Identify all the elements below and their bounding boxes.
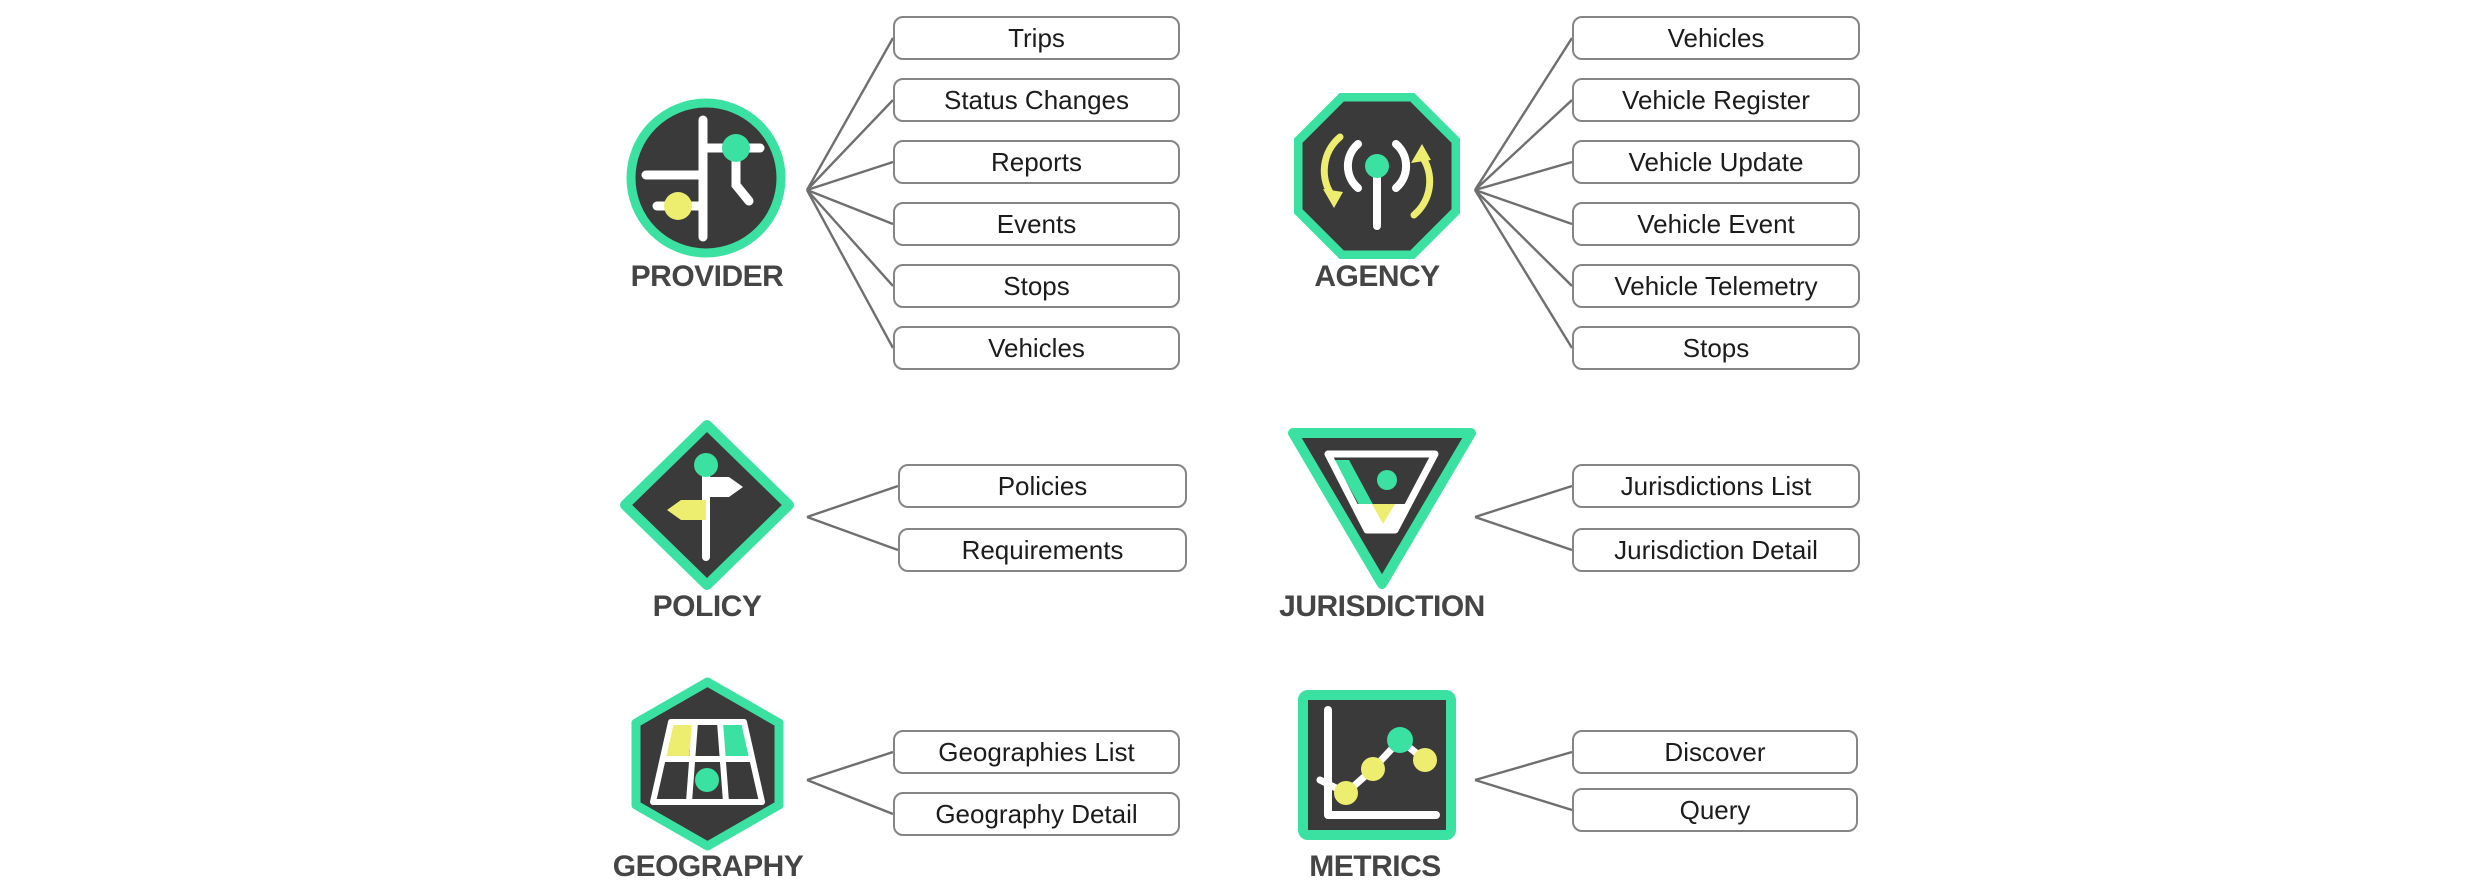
endpoint-box: Geographies List: [893, 730, 1180, 774]
endpoint-box: Vehicle Register: [1572, 78, 1860, 122]
endpoint-box: Stops: [1572, 326, 1860, 370]
endpoint-box: Reports: [893, 140, 1180, 184]
cluster-label-provider: PROVIDER: [630, 260, 784, 293]
endpoint-box: Vehicle Update: [1572, 140, 1860, 184]
cluster-label-metrics: METRICS: [1309, 850, 1441, 883]
cluster-label-policy: POLICY: [652, 590, 762, 623]
cluster-label-agency: AGENCY: [1314, 260, 1440, 293]
endpoint-box: Events: [893, 202, 1180, 246]
connector-fan: [806, 37, 893, 349]
cluster-label-jurisdiction: JURISDICTION: [1279, 590, 1485, 623]
endpoint-box: Vehicle Telemetry: [1572, 264, 1860, 308]
endpoint-box: Query: [1572, 788, 1858, 832]
connector-fan: [1474, 750, 1572, 812]
endpoint-box: Vehicles: [1572, 16, 1860, 60]
endpoint-box: Policies: [898, 464, 1187, 508]
connector-fan: [1474, 37, 1572, 349]
perspective-grid-map-icon: [631, 677, 784, 851]
endpoint-box: Jurisdictions List: [1572, 464, 1860, 508]
endpoint-box: Vehicle Event: [1572, 202, 1860, 246]
signpost-icon: [620, 420, 794, 590]
connector-fan: [806, 484, 898, 552]
inverted-triangle-map-icon: [1288, 428, 1476, 589]
connector-fan: [1474, 484, 1572, 552]
endpoint-box: Trips: [893, 16, 1180, 60]
connector-fan: [806, 750, 893, 816]
endpoint-box: Stops: [893, 264, 1180, 308]
cluster-label-geography: GEOGRAPHY: [612, 850, 804, 883]
line-chart-icon: [1298, 690, 1456, 840]
endpoint-box: Discover: [1572, 730, 1858, 774]
endpoint-box: Vehicles: [893, 326, 1180, 370]
antenna-refresh-icon: [1294, 93, 1460, 259]
endpoint-box: Requirements: [898, 528, 1187, 572]
street-intersection-icon: [626, 98, 786, 258]
endpoint-box: Status Changes: [893, 78, 1180, 122]
endpoint-box: Jurisdiction Detail: [1572, 528, 1860, 572]
endpoint-box: Geography Detail: [893, 792, 1180, 836]
